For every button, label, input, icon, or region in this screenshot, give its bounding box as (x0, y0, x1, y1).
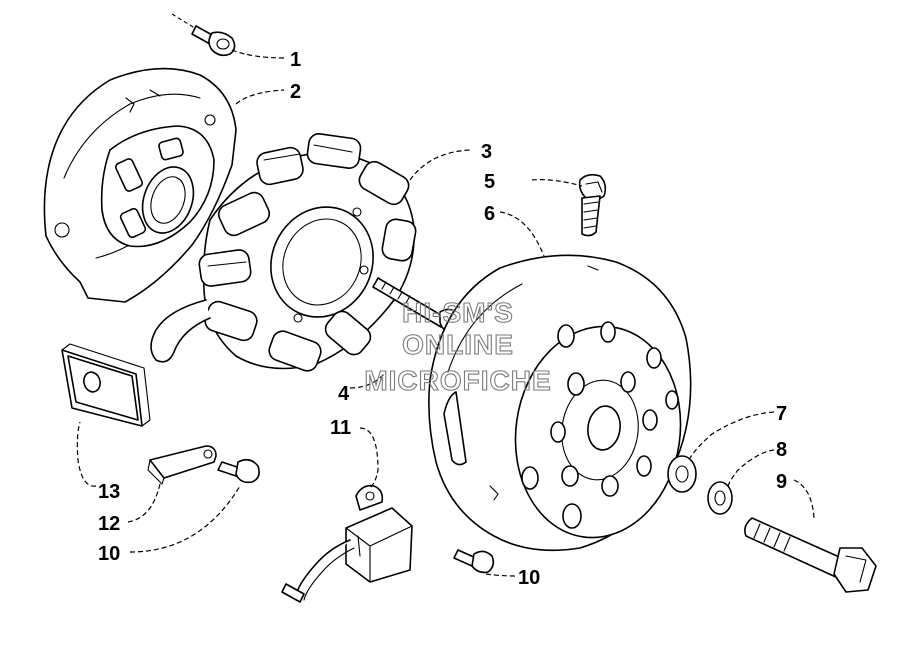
callout-12: 12 (98, 513, 120, 535)
housing-cover-part-2 (43, 67, 237, 303)
bolt-part-1 (171, 13, 236, 57)
plate-part-13 (61, 343, 151, 427)
callout-6: 6 (484, 203, 495, 225)
bolt-part-9 (744, 517, 877, 593)
callout-4: 4 (338, 383, 350, 405)
callout-10a: 10 (98, 543, 120, 565)
watermark-line-3: MICROFICHE (364, 365, 551, 396)
flywheel-part-6 (428, 254, 692, 552)
screw-part-10a (217, 458, 260, 484)
callout-3: 3 (481, 141, 492, 163)
callout-1: 1 (290, 49, 301, 71)
pickup-coil-part-11 (281, 484, 413, 603)
screw-part-10b (453, 549, 495, 574)
washer-part-7 (667, 455, 697, 493)
watermark-line-2: ONLINE (402, 329, 514, 360)
stator-part-3 (150, 133, 417, 372)
lockwasher-part-8 (707, 481, 733, 515)
watermark-line-1: HI-SM'S (402, 297, 514, 328)
leader-lines (76, 49, 815, 577)
callout-13: 13 (98, 481, 120, 503)
callout-9: 9 (776, 471, 787, 493)
callout-5: 5 (484, 171, 495, 193)
watermark: HI-SM'S ONLINE MICROFICHE (364, 296, 551, 396)
callout-11: 11 (330, 417, 351, 439)
bolt-part-5 (578, 173, 607, 237)
callout-7: 7 (776, 403, 787, 425)
callout-2: 2 (290, 81, 301, 103)
callout-labels: 1 2 3 5 6 4 11 7 8 9 13 12 10 10 (98, 49, 787, 589)
callout-10b: 10 (518, 567, 540, 589)
bracket-part-12 (147, 445, 217, 485)
callout-8: 8 (776, 439, 787, 461)
